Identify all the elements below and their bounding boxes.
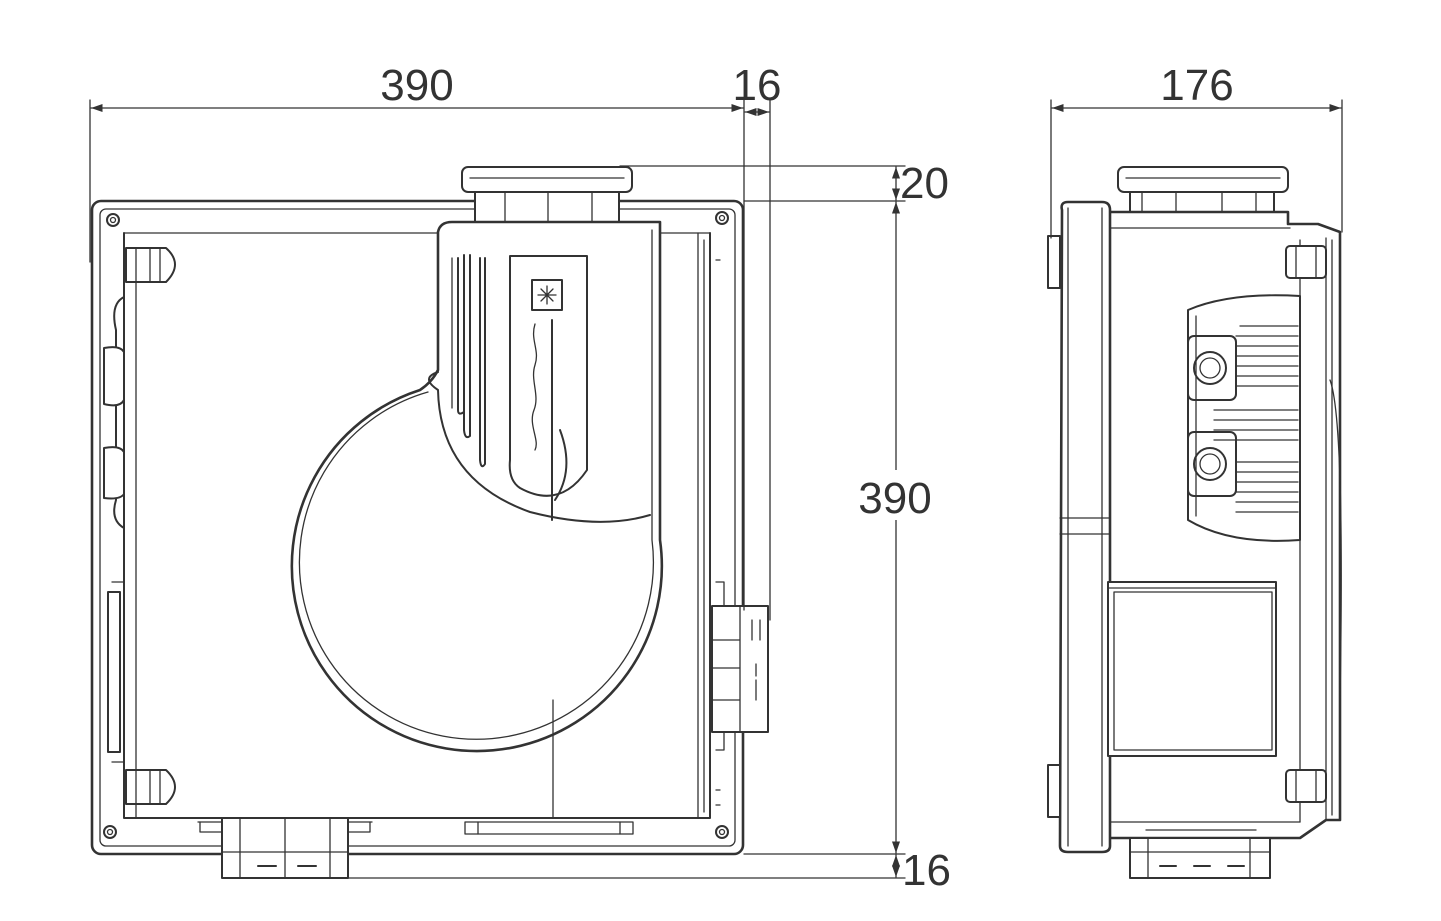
inner-panel bbox=[123, 232, 711, 819]
bottom-spigot bbox=[197, 817, 634, 879]
width-label: 390 bbox=[380, 61, 453, 110]
height-label: 390 bbox=[858, 474, 931, 523]
fan-volute bbox=[290, 220, 664, 819]
side-bottom-spigot bbox=[1129, 829, 1271, 879]
side-view bbox=[1047, 166, 1342, 879]
side-hinges bbox=[1285, 245, 1327, 803]
bottom-spigot-label: 16 bbox=[902, 846, 951, 895]
front-view bbox=[90, 166, 769, 879]
left-side-details bbox=[103, 296, 125, 763]
side-access-window bbox=[1107, 581, 1277, 757]
spigot-height-label: 20 bbox=[900, 159, 949, 208]
side-dimensions: 176 bbox=[1050, 61, 1343, 239]
logo-panel bbox=[508, 255, 588, 497]
right-side-latch bbox=[711, 259, 769, 806]
side-motor-housing bbox=[1187, 294, 1301, 542]
side-door-panel bbox=[1047, 200, 1112, 854]
front-dimensions: 390 16 20 390 16 bbox=[89, 61, 951, 895]
flange-label: 16 bbox=[733, 61, 782, 110]
hinge-bottom bbox=[125, 769, 176, 805]
corner-screws bbox=[103, 211, 729, 839]
depth-label: 176 bbox=[1160, 61, 1233, 110]
hinge-top bbox=[125, 247, 176, 283]
logo-icon bbox=[531, 279, 563, 311]
front-housing-inner-rim bbox=[99, 208, 736, 847]
